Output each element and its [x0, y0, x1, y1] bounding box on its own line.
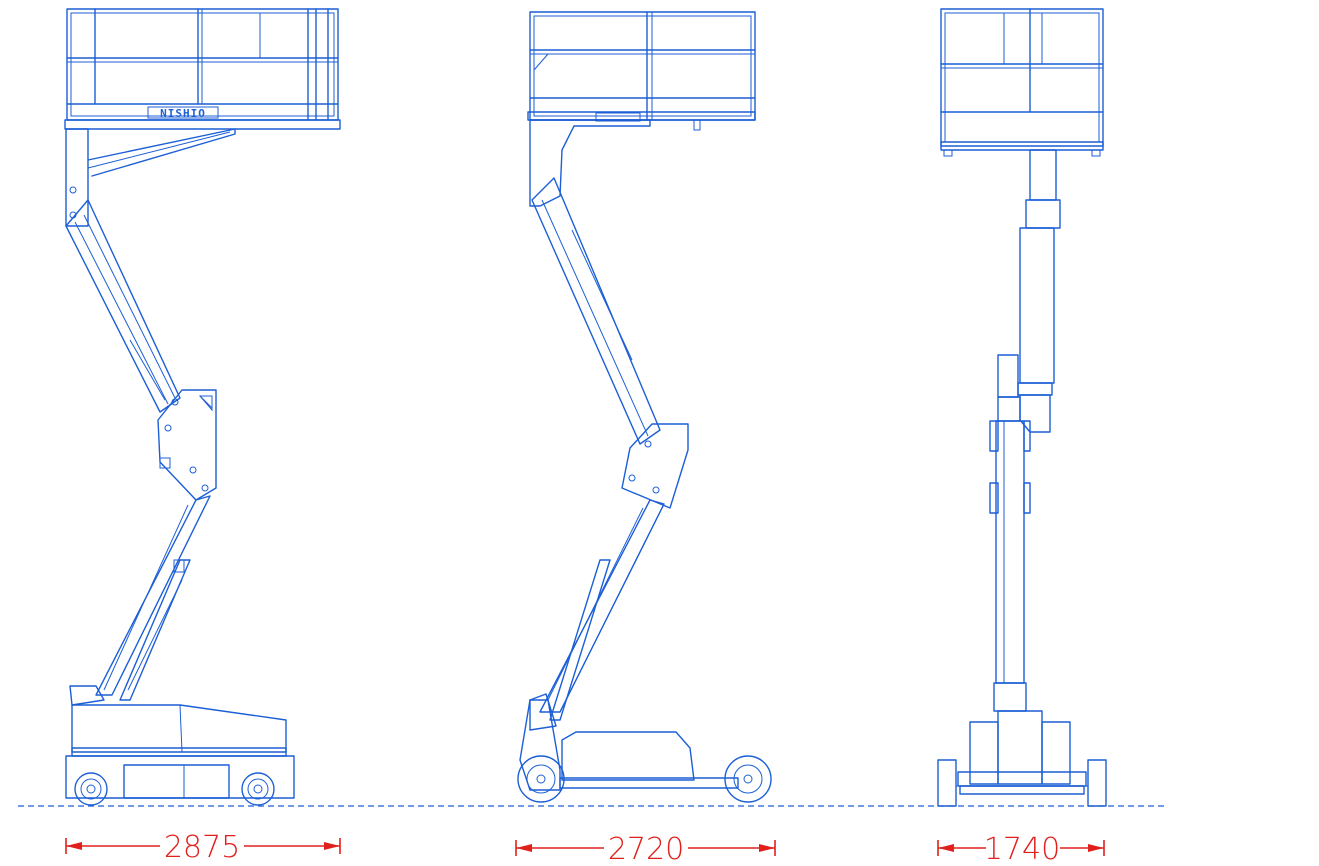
platform-basket: NISHIO — [64, 8, 341, 130]
dimension-label: 2720 — [608, 832, 684, 866]
mast — [989, 149, 1061, 712]
dimension-label: 1740 — [984, 832, 1060, 866]
side-view-left: NISHIO — [64, 8, 341, 865]
lower-boom — [69, 495, 211, 706]
dimension-1740: 1740 — [937, 832, 1105, 866]
platform-basket — [940, 8, 1104, 157]
lower-boom — [529, 499, 665, 731]
front-view: 1740 — [937, 8, 1107, 866]
dimension-label: 2875 — [164, 830, 240, 865]
upper-arm — [529, 119, 661, 445]
upper-arm — [65, 128, 236, 413]
dimension-2720: 2720 — [515, 832, 776, 866]
brand-label: NISHIO — [160, 107, 206, 120]
dimension-2875: 2875 — [65, 830, 341, 865]
chassis — [517, 699, 772, 803]
knuckle-joint — [621, 423, 689, 509]
platform-basket — [527, 11, 756, 131]
chassis — [65, 704, 295, 806]
knuckle-joint — [157, 389, 217, 501]
side-view-right: 2720 — [515, 11, 776, 866]
chassis — [937, 710, 1107, 807]
